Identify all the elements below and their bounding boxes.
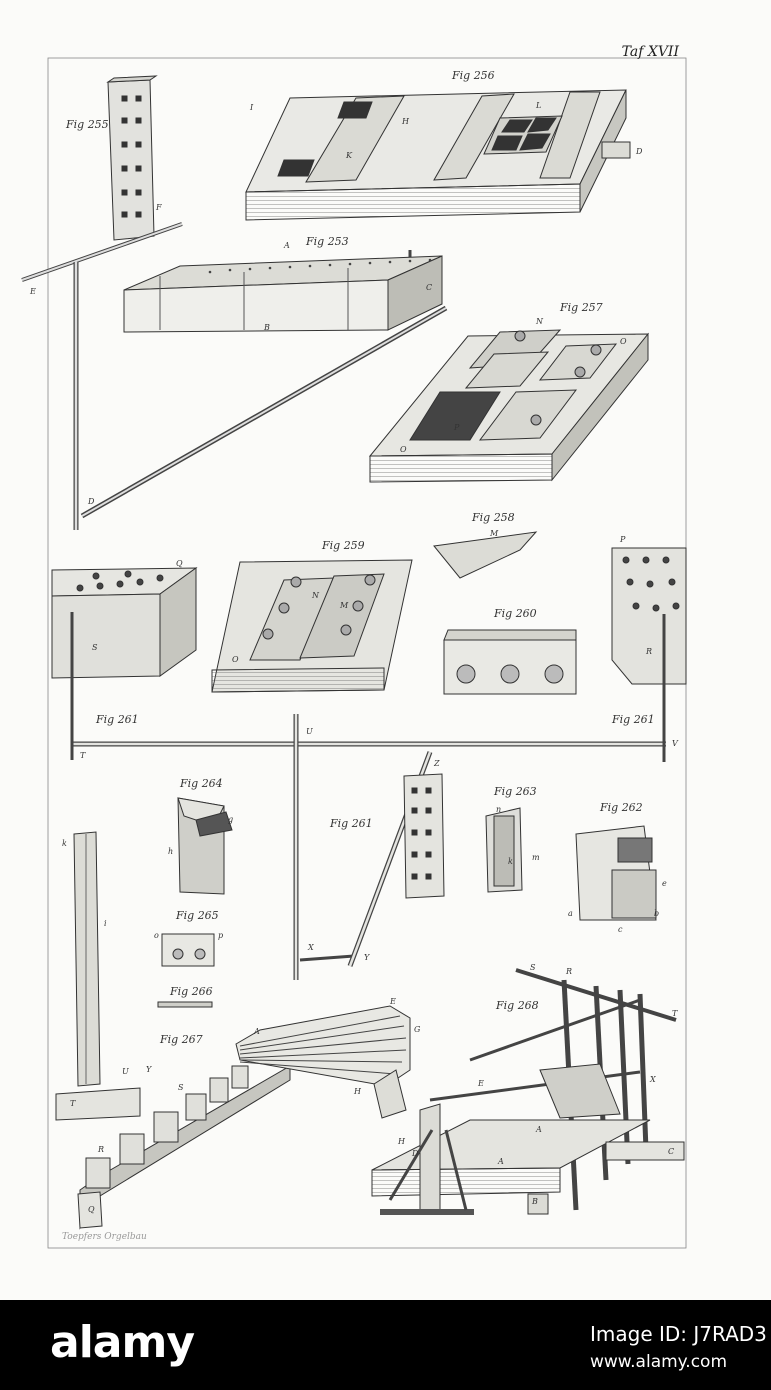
fig-264-caption: Fig 264 [180, 777, 223, 790]
letter-y-fig261: Y [364, 953, 370, 962]
letter-p-block: P [620, 535, 626, 544]
letter-u-fig261: U [306, 727, 313, 736]
fig-265-caption: Fig 265 [176, 909, 219, 922]
letter-q-block: Q [176, 559, 183, 568]
fig-262-caption: Fig 262 [600, 801, 643, 814]
fig-263-caption: Fig 263 [494, 785, 537, 798]
letter-h-fig264: h [168, 847, 174, 856]
letter-k-fig263: k [508, 857, 513, 866]
fig-256-caption: Fig 256 [452, 69, 495, 82]
letter-c-fig262: c [618, 925, 623, 934]
letter-a-fig253: A [284, 241, 290, 250]
letter-k-fig267: k [62, 839, 67, 848]
fig-259-caption: Fig 259 [322, 539, 365, 552]
letter-e-fig267: E [390, 997, 396, 1006]
letter-u-fig267: U [122, 1067, 129, 1076]
fig-267-caption: Fig 267 [160, 1033, 203, 1046]
fig-260-caption: Fig 260 [494, 607, 537, 620]
fig-261-caption-right: Fig 261 [612, 713, 655, 726]
fig-258-caption: Fig 258 [472, 511, 515, 524]
letter-s-block: S [92, 643, 98, 652]
letter-m-fig263: m [532, 853, 540, 862]
letter-f-fig255: F [156, 203, 162, 212]
letter-r-block: R [646, 647, 653, 656]
letter-c-fig253: C [426, 283, 433, 292]
letter-r-fig268: R [566, 967, 573, 976]
letter-g-fig264: g [228, 815, 234, 824]
letter-q-fig267: Q [88, 1205, 95, 1214]
letter-r-fig267: R [98, 1145, 105, 1154]
letter-h-fig256: H [402, 117, 409, 126]
fig-266-caption: Fig 266 [170, 985, 213, 998]
letter-k-fig256: K [346, 151, 352, 160]
fig-261-caption-left: Fig 261 [96, 713, 139, 726]
letter-p-fig257: P [454, 423, 460, 432]
letter-c-fig268: C [668, 1147, 675, 1156]
fig-268-caption: Fig 268 [496, 999, 539, 1012]
letter-n-fig257: N [536, 317, 543, 326]
fig-253-caption: Fig 253 [306, 235, 349, 248]
letter-t-fig261: T [80, 751, 86, 760]
letter-h-fig267: H [354, 1087, 361, 1096]
letter-m-fig259: M [340, 601, 349, 610]
plate-credit: Toepfers Orgelbau [62, 1232, 147, 1242]
letter-e-fig262: e [662, 879, 667, 888]
letter-b-fig262: b [654, 909, 660, 918]
letter-o2-fig257: O [400, 445, 407, 454]
letter-s-fig267: S [178, 1083, 184, 1092]
watermark-logo: alamy [50, 1317, 195, 1368]
letter-x-fig268: X [650, 1075, 656, 1084]
letter-o-fig265: o [154, 931, 159, 940]
letter-l-fig256: L [536, 101, 542, 110]
letter-m-fig258: M [490, 529, 499, 538]
letter-a-fig267: A [254, 1027, 260, 1036]
letter-n-fig263: n [496, 805, 502, 814]
letter-o-fig257: O [620, 337, 627, 346]
plate-number: Taf XVII [621, 44, 679, 60]
letter-i-fig256: I [250, 103, 254, 112]
letter-o-fig259: O [232, 655, 239, 664]
letter-n-fig259: N [312, 591, 319, 600]
letter-e-fig268: E [478, 1079, 484, 1088]
watermark-banner [0, 1300, 771, 1390]
letter-d-fig255: D [88, 497, 95, 506]
letter-z-fig261: Z [434, 759, 440, 768]
letter-b-fig268: B [532, 1197, 538, 1206]
fig-255-caption: Fig 255 [66, 118, 109, 131]
watermark-url: www.alamy.com [590, 1352, 728, 1372]
letter-a2-fig268: A [498, 1157, 504, 1166]
letter-t-fig267: T [70, 1099, 76, 1108]
letter-y-fig267: Y [146, 1065, 152, 1074]
letter-a-fig268: A [536, 1125, 542, 1134]
fig-257-caption: Fig 257 [560, 301, 603, 314]
letter-v-fig261: V [672, 739, 678, 748]
watermark-image-id: Image ID: J7RAD3 [590, 1322, 767, 1346]
letter-p-fig265: p [218, 931, 224, 940]
letter-t-fig268: T [672, 1009, 678, 1018]
letter-a-fig262: a [568, 909, 573, 918]
engraving-plate: Taf XVII Toepfers Orgelbau Fig 255 Fig 2… [21, 44, 687, 1249]
letter-h-fig268: H [398, 1137, 405, 1146]
letter-e-fig255: E [30, 287, 36, 296]
letter-d-fig268: D [412, 1149, 419, 1158]
letter-g-fig267: G [414, 1025, 421, 1034]
fig-261-caption-center: Fig 261 [330, 817, 373, 830]
letter-i-fig267: i [104, 919, 107, 928]
letter-b-fig253: B [264, 323, 270, 332]
letter-d-fig256: D [636, 147, 643, 156]
engraving-illustration [21, 57, 687, 1249]
letter-s-fig268: S [530, 963, 536, 972]
letter-x-fig261: X [308, 943, 314, 952]
